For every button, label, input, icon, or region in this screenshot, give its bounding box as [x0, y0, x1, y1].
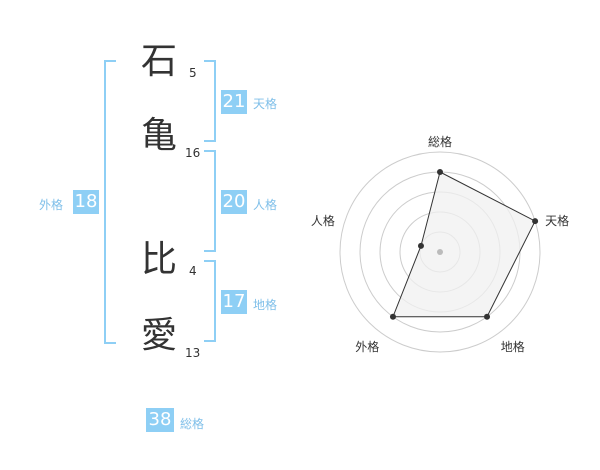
- name-char-4: 愛: [140, 315, 177, 356]
- tenkaku-label: 天格: [253, 97, 278, 111]
- jinkaku-bracket: [204, 150, 216, 252]
- stroke-count-1: 5: [189, 66, 197, 80]
- radar-point-1: [437, 169, 443, 175]
- radar-axis-label: 天格: [545, 213, 569, 228]
- radar-data-polygon: [392, 171, 536, 318]
- radar-point-4: [389, 313, 396, 320]
- gaikaku-label: 外格: [39, 198, 64, 212]
- chikaku-bracket: [204, 260, 216, 342]
- radar-point-5: [417, 242, 424, 249]
- gaikaku-bracket: [104, 60, 116, 344]
- radar-point-2: [532, 218, 539, 225]
- chikaku-value: 17: [221, 290, 247, 314]
- stroke-count-3: 4: [189, 264, 197, 278]
- jinkaku-label: 人格: [253, 198, 278, 212]
- tenkaku-value: 21: [221, 90, 247, 114]
- stroke-count-4: 13: [185, 346, 201, 360]
- stroke-count-2: 16: [185, 146, 201, 160]
- radar-center-dot: [437, 249, 443, 255]
- radar-axis-label: 人格: [311, 213, 335, 228]
- radar-axis-label: 外格: [355, 339, 379, 354]
- gaikaku-value: 18: [73, 190, 99, 214]
- soukaku-label: 総格: [180, 417, 205, 431]
- name-char-3: 比: [140, 239, 177, 280]
- radar-point-3: [484, 313, 491, 320]
- soukaku-value: 38: [146, 408, 174, 432]
- name-char-2: 亀: [140, 115, 177, 156]
- tenkaku-bracket: [204, 60, 216, 142]
- jinkaku-value: 20: [221, 190, 247, 214]
- radar-axis-label: 総格: [428, 134, 452, 149]
- name-char-1: 石: [140, 41, 177, 82]
- chikaku-label: 地格: [253, 298, 278, 312]
- radar-ring-5: [339, 151, 541, 353]
- radar-axis-label: 地格: [501, 339, 525, 354]
